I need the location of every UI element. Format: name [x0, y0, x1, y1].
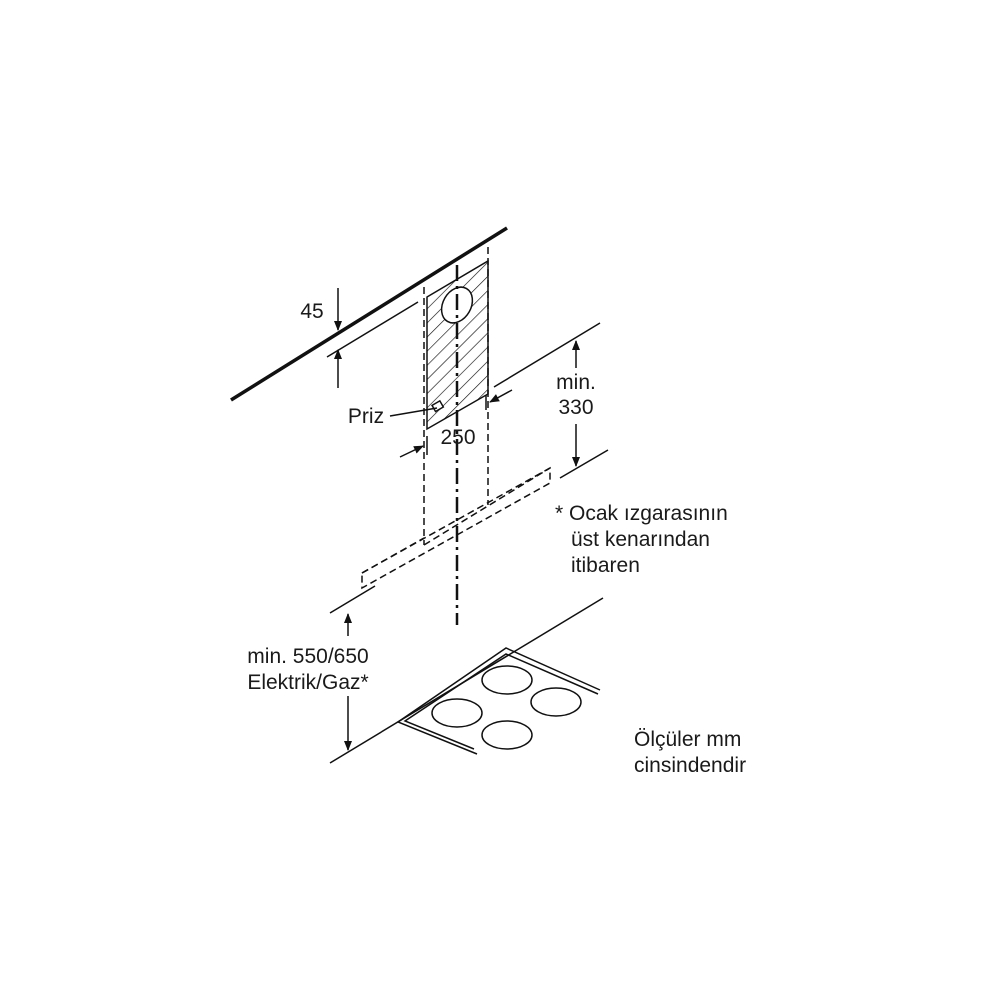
label-width: 250: [440, 426, 475, 449]
hood-dashed-top: [423, 467, 551, 546]
label-wall-offset: 45: [300, 300, 323, 323]
footnote-line-1: * Ocak ızgarasının: [555, 502, 728, 525]
burner-left: [431, 698, 483, 728]
footnote-line-3: itibaren: [571, 554, 640, 577]
hood-dashed-left: [361, 537, 425, 574]
dim-hood-line: [329, 585, 376, 614]
label-min-top-2: 330: [558, 396, 593, 419]
burner-right: [530, 687, 582, 717]
socket-leader: [389, 407, 438, 417]
dim-330-lower-line: [559, 449, 609, 479]
footnote-line-2: üst kenarından: [571, 528, 710, 551]
label-socket: Priz: [348, 405, 384, 428]
label-min-top-1: min.: [556, 371, 596, 394]
label-height-1: min. 550/650: [247, 645, 368, 668]
units-note-1: Ölçüler mm: [634, 728, 741, 751]
label-height-2: Elektrik/Gaz*: [247, 671, 368, 694]
dim-330-upper-line: [493, 322, 601, 388]
hob-outline-inner: [403, 653, 599, 750]
units-note-2: cinsindendir: [634, 754, 746, 777]
burner-front: [481, 720, 533, 750]
ceiling-line: [230, 226, 508, 402]
hood-outline: [361, 466, 551, 590]
dim-250-arrow-left: [399, 445, 424, 458]
offset-line: [326, 301, 419, 358]
dim-250-arrow-right: [489, 389, 513, 403]
hob-outline-outer: [396, 647, 601, 755]
burner-back: [481, 665, 533, 695]
